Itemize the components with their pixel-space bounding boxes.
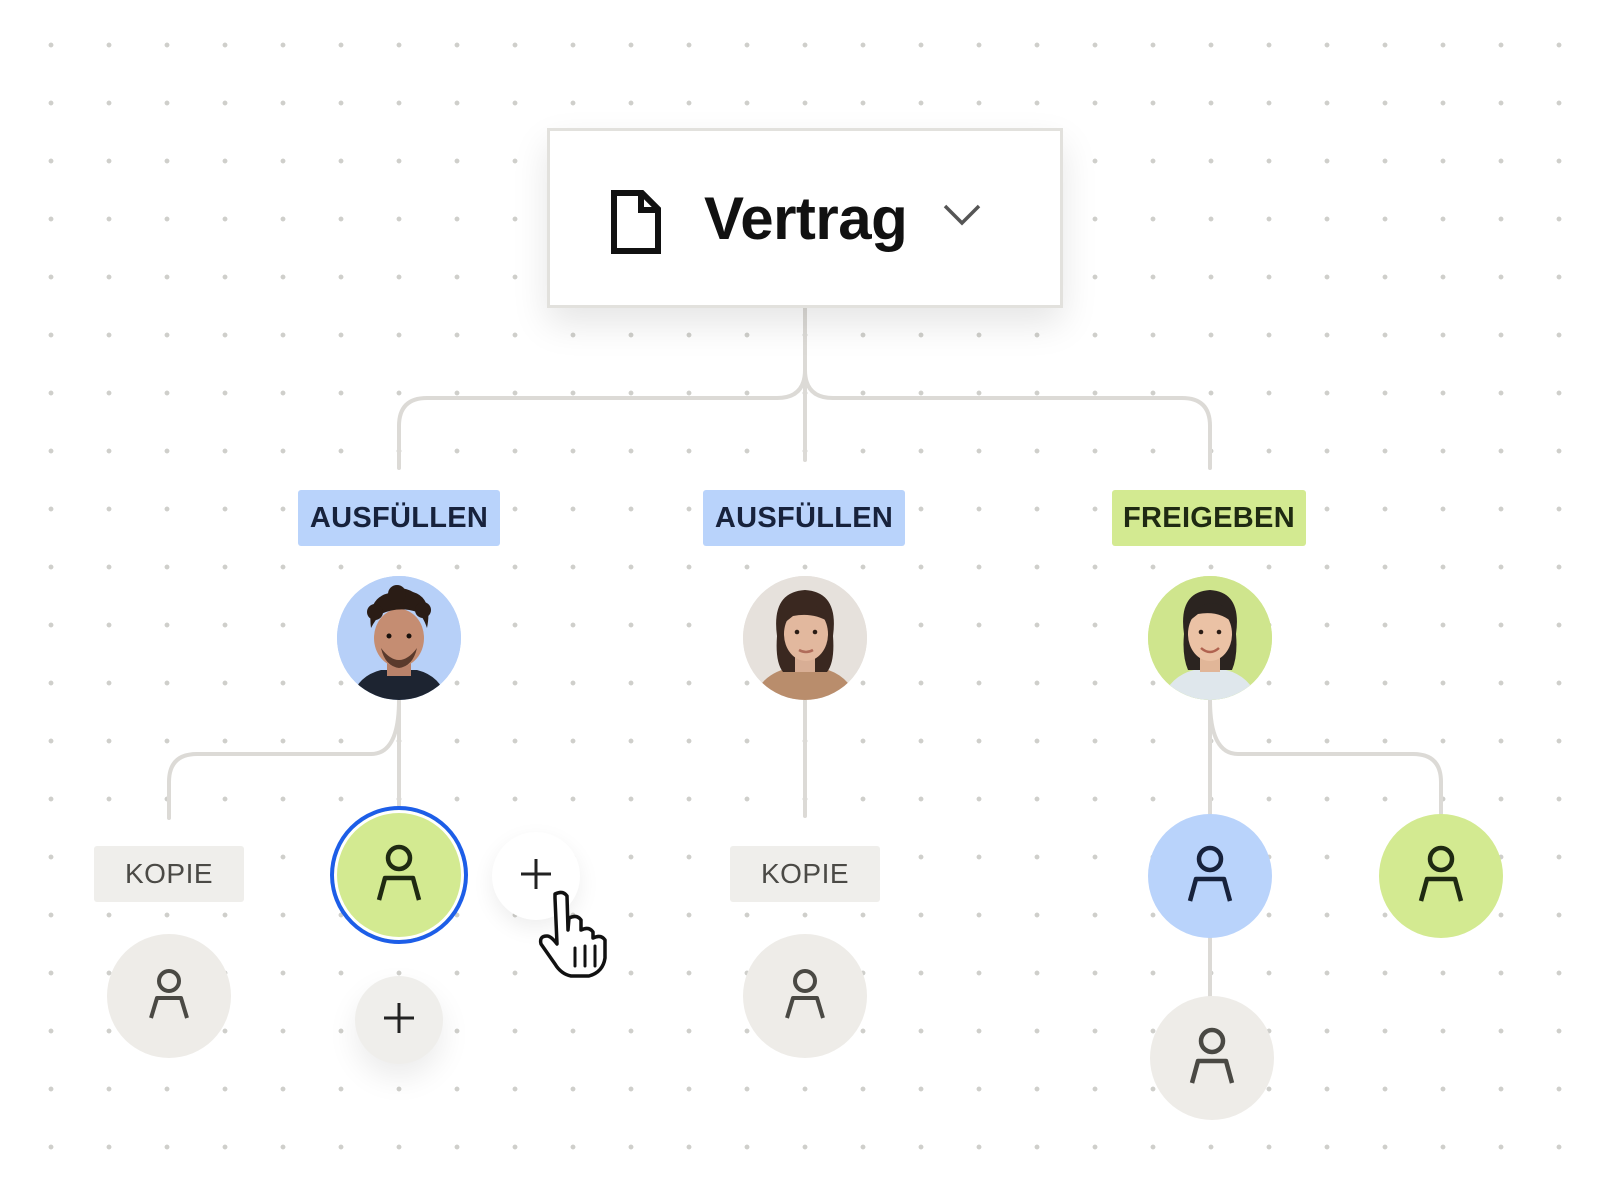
avatar-woman-dark-hair — [743, 576, 867, 700]
connector-right-branch — [1208, 698, 1443, 820]
person-icon — [781, 968, 829, 1025]
person-icon — [1183, 845, 1237, 908]
person-icon — [145, 968, 193, 1025]
connector-root-left — [397, 368, 807, 470]
hand-pointer-icon — [535, 888, 619, 983]
plus-icon — [382, 1001, 416, 1040]
recipient-role-approver[interactable] — [1148, 814, 1272, 938]
recipient-role-placeholder[interactable] — [107, 934, 231, 1058]
person-icon — [1185, 1027, 1239, 1090]
step-tag-fill-1[interactable]: AUSFÜLLEN — [298, 490, 500, 546]
avatar[interactable] — [743, 576, 867, 700]
connector-root-right — [803, 368, 1212, 470]
add-recipient-button[interactable] — [355, 976, 443, 1064]
avatar[interactable] — [1148, 576, 1272, 700]
document-title: Vertrag — [704, 185, 908, 252]
step-tag-fill-2[interactable]: AUSFÜLLEN — [703, 490, 905, 546]
avatar-man-curly-hair — [337, 576, 461, 700]
document-selector[interactable]: Vertrag — [547, 128, 1063, 308]
recipient-role-placeholder[interactable] — [743, 934, 867, 1058]
avatar-woman-smiling — [1148, 576, 1272, 700]
copy-label[interactable]: KOPIE — [94, 846, 244, 902]
avatar[interactable] — [337, 576, 461, 700]
person-icon — [1414, 845, 1468, 908]
document-icon — [610, 189, 662, 260]
recipient-role-selected[interactable] — [330, 806, 468, 944]
recipient-role-placeholder[interactable] — [1150, 996, 1274, 1120]
copy-label[interactable]: KOPIE — [730, 846, 880, 902]
recipient-role-signer[interactable] — [1379, 814, 1503, 938]
connector-left-branch — [167, 698, 401, 820]
step-tag-approve[interactable]: FREIGEBEN — [1112, 490, 1306, 546]
plus-icon — [519, 857, 553, 896]
chevron-down-icon[interactable] — [942, 203, 982, 232]
person-icon — [372, 844, 426, 907]
